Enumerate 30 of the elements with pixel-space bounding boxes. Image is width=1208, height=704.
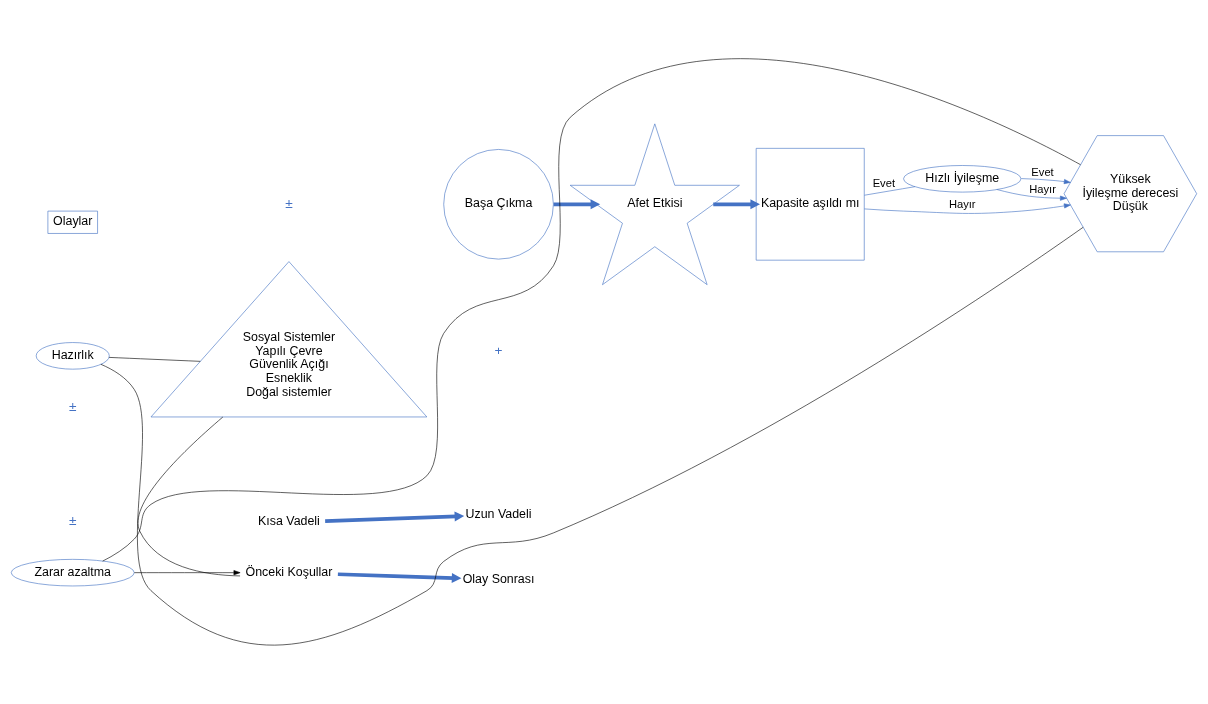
connector	[864, 186, 916, 196]
arrow	[996, 189, 1067, 201]
connector	[137, 416, 241, 577]
label: ±	[68, 398, 77, 414]
node-box: Olaylar	[47, 210, 98, 234]
node-box: Kapasite aşıldı mı	[755, 148, 865, 261]
node-circle: Başa Çıkma	[443, 149, 554, 260]
arrow	[713, 199, 760, 210]
node-text: Olay Sonrası	[462, 571, 535, 586]
label: ±	[68, 512, 77, 528]
node-ellipse: Hazırlık	[35, 342, 110, 370]
node-text: Uzun Vadeli	[465, 506, 532, 521]
edge-label: Hayır	[1029, 182, 1056, 195]
connector	[100, 226, 1084, 646]
arrow	[134, 570, 241, 576]
arrow	[337, 572, 462, 584]
edge-label: Evet	[1031, 165, 1054, 178]
edge-label: Evet	[872, 177, 895, 190]
arrow	[553, 199, 601, 210]
node-text: Kısa Vadeli	[258, 514, 320, 529]
node-text: Önceki Koşullar	[245, 564, 333, 579]
arrow	[1020, 178, 1071, 185]
label: +	[494, 342, 503, 358]
edge-label: Hayır	[948, 197, 976, 210]
node-ellipse: Hızlı İyileşme	[903, 165, 1022, 193]
label: ±	[285, 195, 293, 211]
connector	[102, 58, 1081, 562]
arrow	[864, 203, 1071, 214]
node-ellipse: Zarar azaltma	[10, 559, 135, 587]
arrow	[325, 511, 465, 523]
